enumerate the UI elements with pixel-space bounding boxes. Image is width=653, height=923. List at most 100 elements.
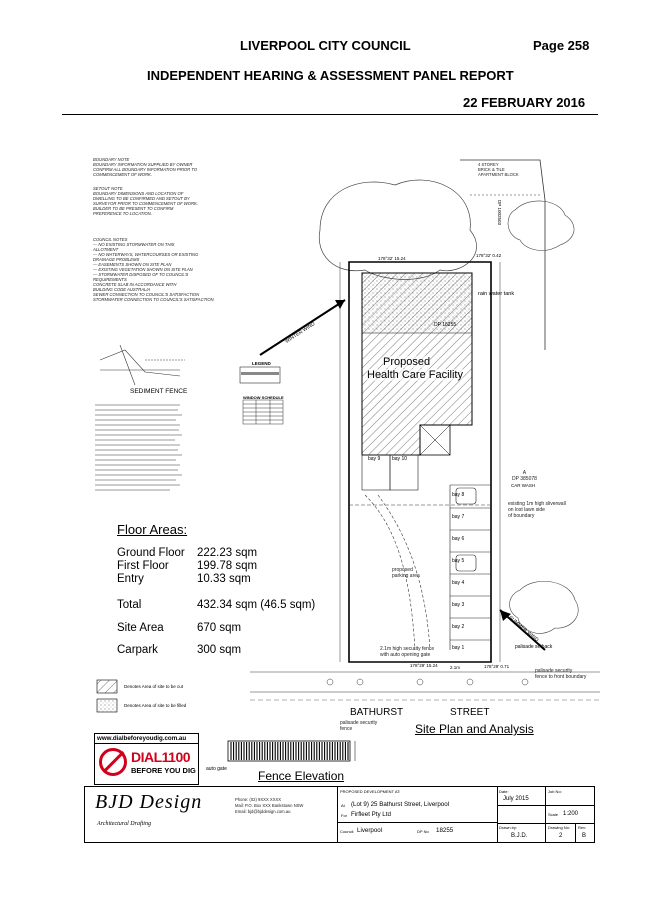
palisade-left-label: palisade security fence bbox=[340, 720, 378, 732]
floor-area-label: Ground Floor bbox=[117, 547, 185, 559]
bay-6-label: bay 6 bbox=[452, 536, 465, 542]
neighbour-building-outline bbox=[460, 159, 546, 350]
palisade-right-label: palisade security fence to front boundar… bbox=[535, 668, 587, 680]
drawing-info-section: Date: July 2015 Job No: Scale 1:200 Draw… bbox=[497, 787, 594, 842]
tree-right-lower bbox=[509, 581, 579, 634]
bay-10-label: bay 10 bbox=[392, 456, 408, 462]
dial-before-you-dig-banner: www.dialbeforeyoudig.com.au DIAL1100 BEF… bbox=[94, 733, 199, 785]
firm-subtitle: Architectural Drafting bbox=[97, 821, 151, 827]
site-area-label: Site Area bbox=[117, 622, 164, 634]
site-plan-title: Site Plan and Analysis bbox=[415, 722, 534, 736]
drawing-no-label: Drawing No: bbox=[548, 825, 571, 830]
header-rule bbox=[62, 114, 598, 115]
bay-9-label: bay 9 bbox=[368, 456, 381, 462]
stair-block bbox=[419, 424, 451, 456]
security-fence-label: 2.1m high security fence with auto openi… bbox=[380, 646, 435, 658]
window-schedule-label: WINDOW SCHEDULE bbox=[243, 395, 284, 400]
sediment-fence-label: SEDIMENT FENCE bbox=[130, 388, 188, 395]
neighbour-top-label: 4 STOREY BRICK & TILE APARTMENT BLOCK bbox=[478, 162, 519, 177]
driveway-path bbox=[364, 494, 416, 651]
dim-bottom-a: 2.1m bbox=[450, 665, 461, 670]
drawn-label: Drawn by: bbox=[499, 825, 518, 830]
firm-contact: Phone: (02) 9XXX XXXX Mail: P.O. Box XXX… bbox=[235, 797, 304, 814]
proposed-parking-label: proposed parking area bbox=[392, 567, 420, 579]
bay-10-outline bbox=[389, 454, 419, 491]
fence-elevation-title: Fence Elevation bbox=[258, 769, 345, 783]
drawn-value: B.J.D. bbox=[511, 833, 528, 839]
parking-bays-right bbox=[449, 484, 491, 650]
rev-label: Rev: bbox=[578, 825, 587, 830]
dial-tagline: BEFORE YOU DIG bbox=[131, 766, 196, 775]
bay-3-label: bay 3 bbox=[452, 602, 465, 608]
floor-areas-title: Floor Areas: bbox=[117, 522, 188, 537]
report-date: 22 FEBRUARY 2016 bbox=[463, 95, 586, 110]
sediment-fence-detail bbox=[99, 344, 185, 386]
proposed-dev-label: PROPOSED DEVELOPMENT AT: bbox=[340, 789, 401, 794]
scale-label: Scale bbox=[548, 812, 559, 817]
date-value: July 2015 bbox=[503, 796, 529, 802]
title-block: BJD Design Architectural Drafting Phone:… bbox=[84, 786, 595, 843]
dim-bottom-c: 178°29' 0.71 bbox=[484, 664, 510, 669]
proposed-label: Proposed bbox=[383, 356, 431, 368]
dp-top-label: DP 1002503 bbox=[496, 200, 502, 225]
window-schedule-grid bbox=[242, 399, 284, 425]
bay-4-label: bay 4 bbox=[452, 580, 465, 586]
page-number: Page 258 bbox=[533, 38, 590, 53]
dim-top-a: 178°32' 15.24 bbox=[378, 256, 406, 261]
auto-gate-label: auto gate bbox=[206, 766, 227, 772]
bay-5-label: bay 5 bbox=[452, 558, 465, 564]
dim-bottom-b: 178°29' 15.24 bbox=[410, 663, 438, 668]
fill-swatch bbox=[96, 698, 118, 713]
no-dig-icon bbox=[99, 748, 127, 776]
winter-wind-arrow bbox=[259, 299, 346, 356]
bay-1-label: bay 1 bbox=[452, 645, 465, 651]
dial-number: DIAL1100 bbox=[131, 749, 191, 765]
rev-value: B bbox=[582, 833, 587, 839]
council-label: Council bbox=[340, 829, 354, 834]
council-value: Liverpool bbox=[357, 827, 383, 834]
date-label: Date: bbox=[499, 789, 509, 794]
fill-key-label: Denotes Area of site to be filled bbox=[124, 703, 187, 708]
job-label: Job No: bbox=[548, 789, 562, 794]
for-label: For bbox=[341, 813, 347, 818]
council-notes: COUNCIL NOTES — NO EXISTING STORMWATER O… bbox=[93, 237, 214, 302]
fence-elevation-pickets bbox=[230, 742, 349, 760]
carpark-label: Carpark bbox=[117, 644, 158, 656]
carpark-value: 300 sqm bbox=[197, 644, 242, 656]
facility-label: Health Care Facility bbox=[367, 369, 463, 381]
firm-name: BJD Design bbox=[95, 791, 203, 813]
dim-top-b: 178°32' 0.42 bbox=[476, 253, 502, 258]
floor-area-label: First Floor bbox=[117, 560, 169, 572]
rain-tank-label: rain water tank bbox=[478, 291, 515, 297]
sediment-control-notes bbox=[95, 404, 182, 491]
legend-box bbox=[239, 366, 281, 384]
tree-large bbox=[318, 179, 477, 280]
project-section: PROPOSED DEVELOPMENT AT: At (Lot 9) 25 B… bbox=[337, 787, 498, 842]
cut-swatch bbox=[96, 679, 118, 694]
palisade-setback-label: palisade setback bbox=[515, 644, 553, 650]
site-area-value: 670 sqm bbox=[197, 622, 242, 634]
report-title: INDEPENDENT HEARING & ASSESSMENT PANEL R… bbox=[147, 68, 514, 83]
bay-7-label: bay 7 bbox=[452, 514, 465, 520]
site-boundary bbox=[348, 261, 492, 663]
floor-area-value: 10.33 sqm bbox=[197, 573, 251, 585]
dp-right-label: A DP 385078 bbox=[512, 470, 537, 482]
legend-label: LEGEND bbox=[252, 361, 271, 366]
tree-right bbox=[507, 200, 575, 251]
street-name-2: STREET bbox=[450, 707, 490, 718]
client-name: Firfleet Pty Ltd bbox=[351, 811, 391, 818]
car-wash-label: CAR WASH bbox=[511, 483, 536, 488]
drawing-no-value: 2 bbox=[559, 833, 563, 839]
cut-key-label: Denotes Area of site to be cut bbox=[124, 684, 184, 689]
fence-elevation-frame bbox=[227, 740, 351, 762]
bay-8-label: bay 8 bbox=[452, 492, 465, 498]
dp-mid-label: DP 18255 bbox=[434, 322, 457, 328]
floor-area-label: Entry bbox=[117, 573, 144, 585]
dp-value: 18255 bbox=[436, 827, 454, 834]
council-name: LIVERPOOL CITY COUNCIL bbox=[240, 38, 411, 53]
firm-logo-section: BJD Design Architectural Drafting Phone:… bbox=[85, 787, 338, 842]
dial-url: www.dialbeforeyoudig.com.au bbox=[95, 734, 198, 744]
total-label: Total bbox=[117, 599, 142, 611]
floor-area-value: 222.23 sqm bbox=[197, 547, 258, 559]
